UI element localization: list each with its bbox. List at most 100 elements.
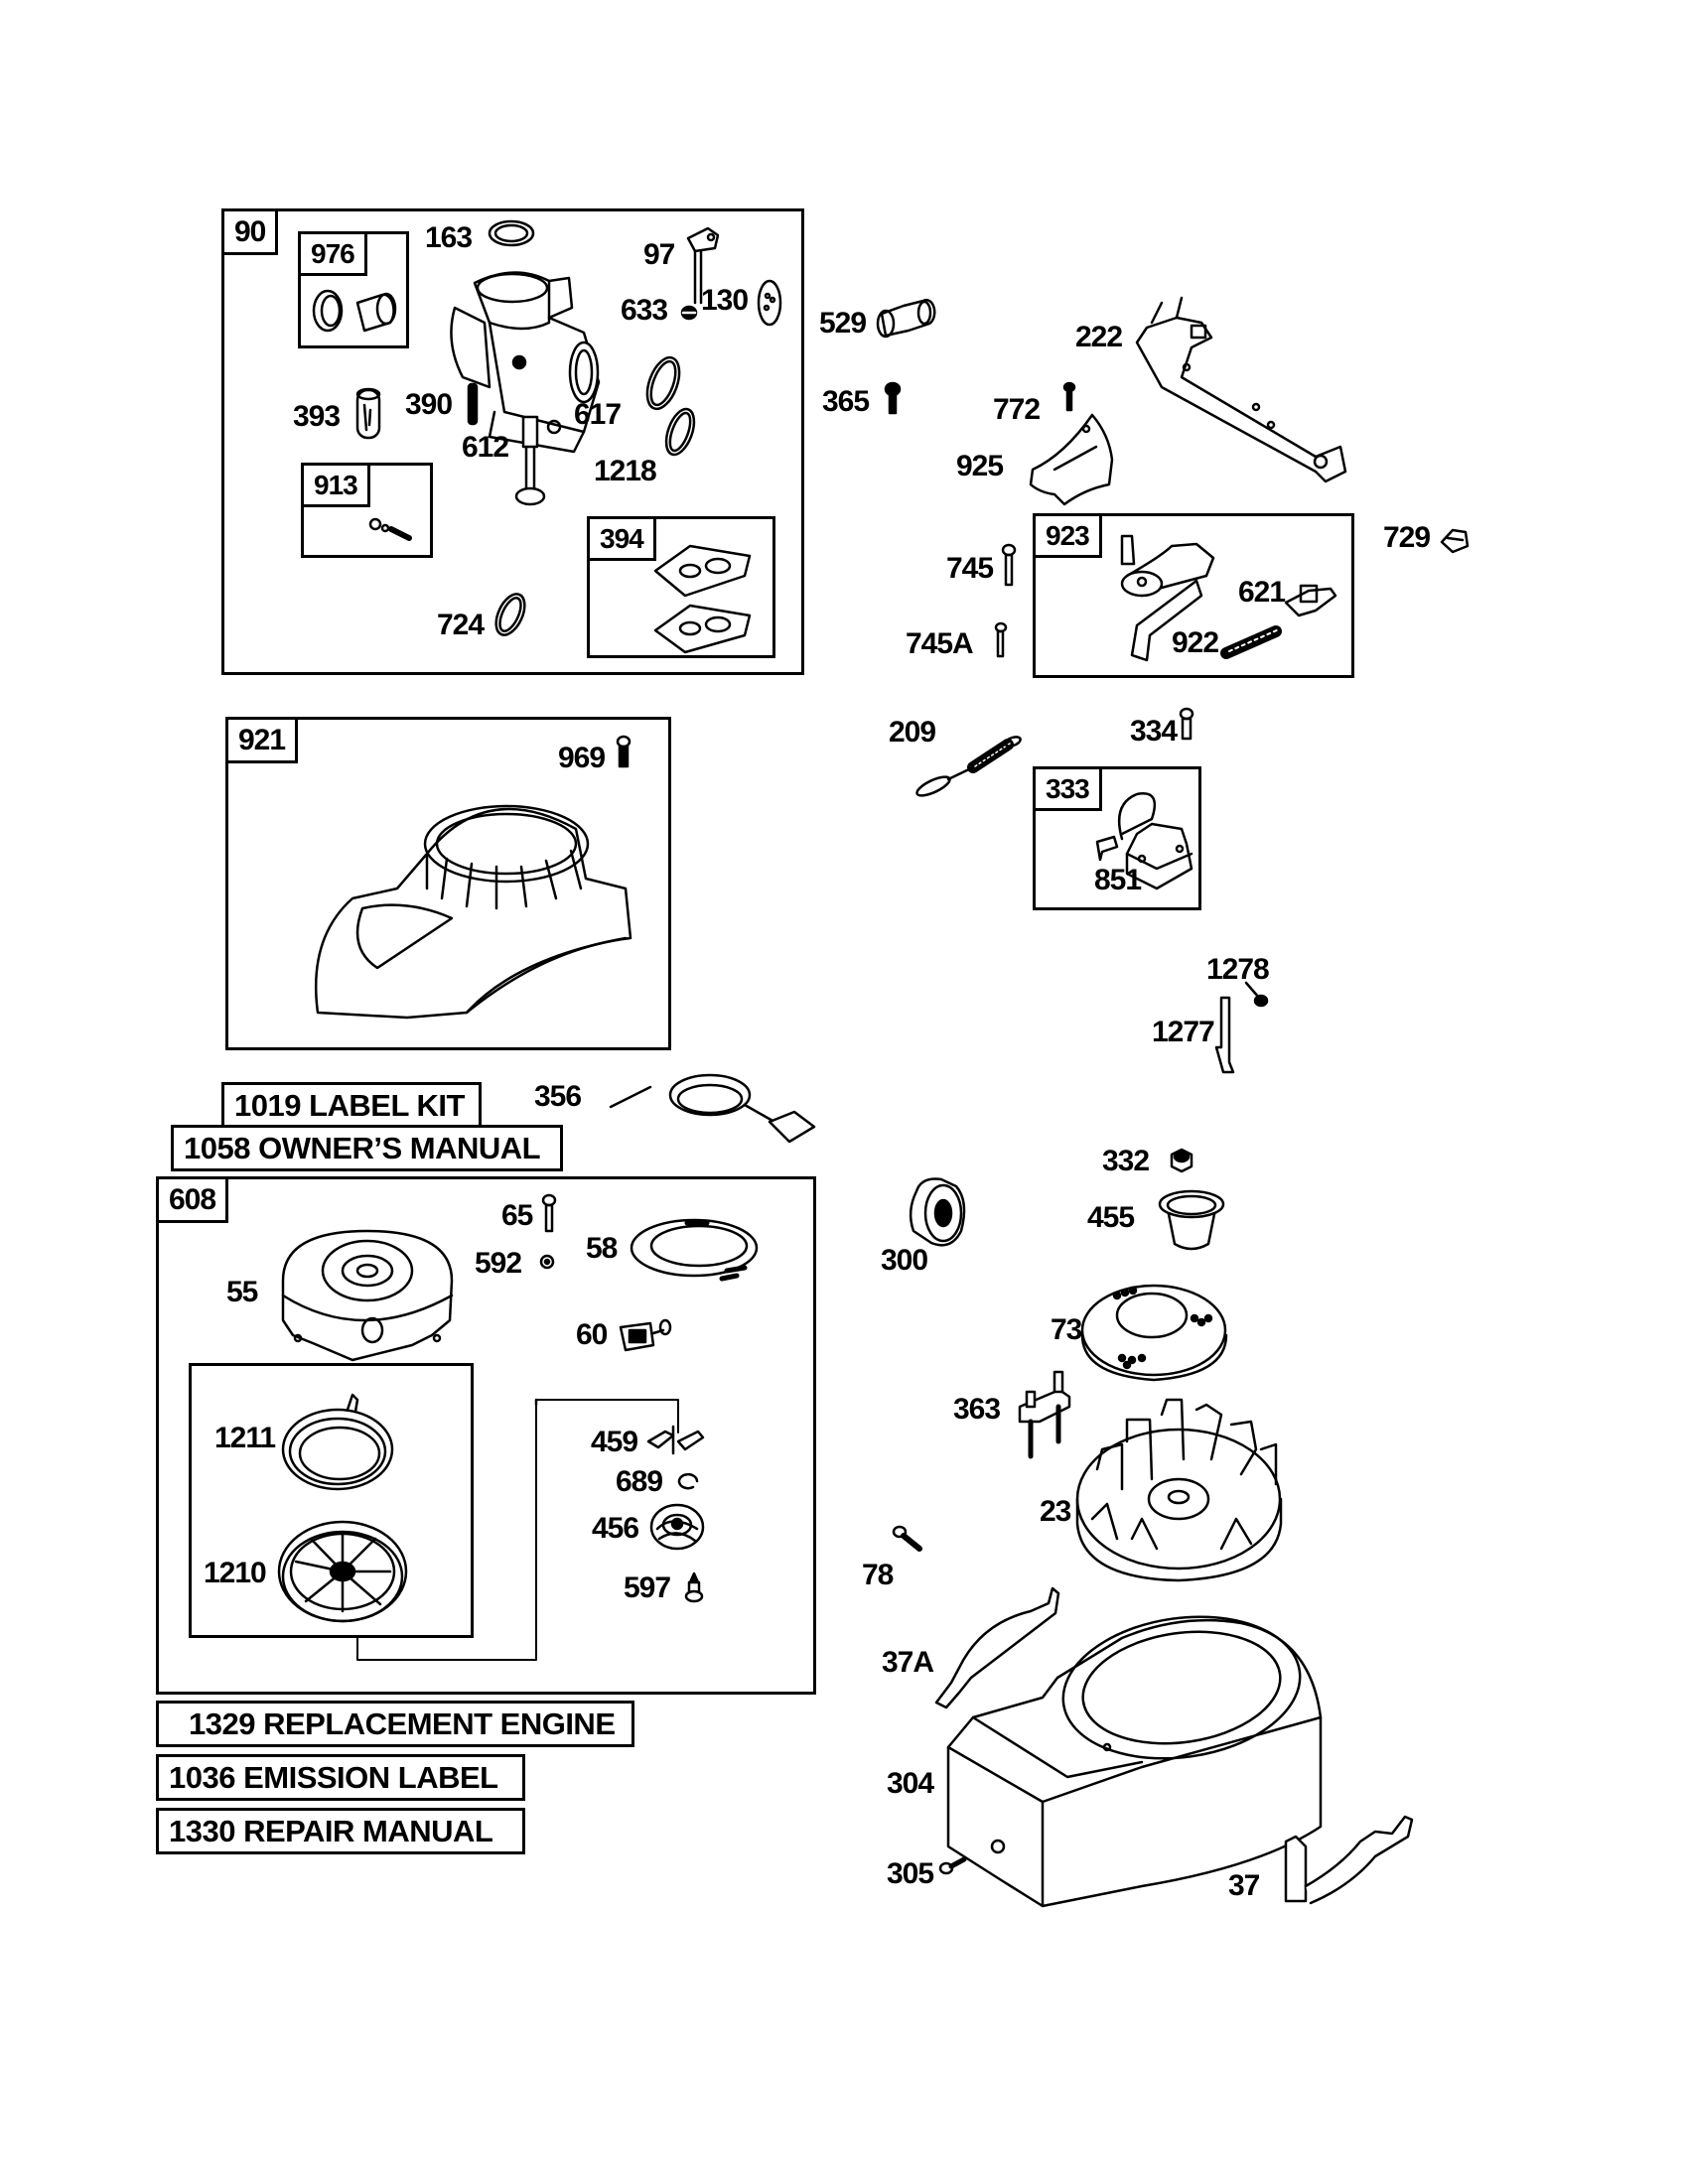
rotating-screen-icon — [1080, 1284, 1228, 1382]
part-label-73: 73 — [1051, 1313, 1082, 1346]
governor-spring-icon — [915, 736, 1022, 797]
spring-pulley-subkit-box — [189, 1363, 474, 1638]
part-label-209: 209 — [889, 716, 936, 749]
part-label-969: 969 — [558, 742, 606, 774]
starter-handle-icon — [619, 1318, 672, 1352]
kit-913-box: 913 — [301, 463, 433, 558]
part-label-37A: 37A — [882, 1646, 934, 1679]
part-label-612: 612 — [462, 431, 509, 464]
carburetor-icon — [450, 271, 601, 454]
blower-housing-icon — [946, 1615, 1323, 1908]
hose-fitting-icon — [312, 289, 397, 333]
throttle-shaft-icon — [686, 226, 720, 305]
kit-90-tag: 90 — [224, 211, 279, 255]
kit-333-box: 333 — [1033, 766, 1201, 910]
kit-394-tag: 394 — [590, 519, 656, 561]
part-label-689: 689 — [616, 1465, 663, 1498]
subkit-connector-top — [535, 1399, 679, 1433]
part-label-592: 592 — [475, 1247, 522, 1280]
screw-icon — [884, 381, 902, 415]
part-label-55: 55 — [226, 1276, 258, 1308]
o-ring-icon — [645, 355, 681, 411]
part-label-393: 393 — [293, 400, 341, 433]
ground-clip-icon — [1214, 996, 1235, 1074]
bolt-icon — [1001, 543, 1017, 587]
starter-pulley-icon — [277, 1520, 408, 1623]
rewind-spring-icon — [281, 1393, 394, 1491]
part-label-23: 23 — [1040, 1495, 1071, 1528]
screw-icon — [541, 1193, 557, 1233]
part-label-529: 529 — [819, 307, 867, 340]
washer-icon — [680, 305, 698, 321]
part-label-851: 851 — [1094, 864, 1142, 896]
screw-icon — [616, 735, 632, 768]
flywheel-icon — [1075, 1398, 1283, 1582]
part-label-390: 390 — [405, 388, 453, 421]
part-label-37: 37 — [1228, 1869, 1260, 1902]
part-label-772: 772 — [993, 393, 1041, 426]
part-label-597: 597 — [624, 1571, 671, 1604]
kit-608-box: 608 — [156, 1176, 816, 1695]
note-repair-manual: 1330 REPAIR MANUAL — [156, 1808, 525, 1854]
part-label-456: 456 — [592, 1512, 639, 1545]
kit-976-box: 976 — [298, 231, 409, 348]
kit-921-tag: 921 — [228, 720, 299, 763]
note-label-kit: 1019 LABEL KIT — [221, 1082, 482, 1129]
ignition-armature-icon — [1117, 792, 1193, 890]
elbow-fitting-icon — [876, 298, 936, 339]
part-label-363: 363 — [953, 1393, 1001, 1426]
part-label-163: 163 — [425, 221, 473, 254]
dog-icon — [646, 1425, 705, 1455]
air-guide-icon — [934, 1586, 1060, 1709]
starter-rope-icon — [630, 1218, 759, 1282]
starter-housing-icon — [281, 1229, 454, 1362]
part-label-617: 617 — [574, 398, 622, 431]
screw-icon — [684, 1571, 704, 1603]
note-replacement-engine: 1329 REPLACEMENT ENGINE — [156, 1701, 634, 1747]
stop-switch-wire-icon — [609, 1073, 816, 1144]
part-label-1211: 1211 — [214, 1422, 276, 1454]
throttle-plate-icon — [757, 279, 782, 327]
part-label-365: 365 — [822, 385, 870, 418]
note-owners-manual: 1058 OWNER’S MANUAL — [171, 1125, 563, 1171]
screw-icon — [1244, 981, 1269, 1008]
kit-608-tag: 608 — [159, 1179, 229, 1223]
part-label-455: 455 — [1087, 1201, 1135, 1234]
screw-icon — [938, 1856, 967, 1875]
bolt-icon — [994, 621, 1008, 658]
kit-333-tag: 333 — [1036, 769, 1102, 811]
subkit-connector-lines — [356, 1398, 597, 1661]
fuel-pickup-tube-icon — [514, 415, 546, 506]
screen-retainer-icon — [1158, 1189, 1225, 1251]
part-label-1278: 1278 — [1206, 953, 1270, 986]
jet-sleeve-icon — [355, 387, 381, 440]
part-label-922: 922 — [1172, 626, 1219, 659]
pin-icon — [467, 382, 479, 426]
part-label-65: 65 — [501, 1199, 533, 1232]
air-guide-icon — [1284, 1815, 1414, 1905]
clip-icon — [1284, 584, 1337, 617]
brake-bracket-icon — [1018, 1370, 1071, 1459]
part-label-130: 130 — [701, 284, 749, 317]
part-label-97: 97 — [643, 238, 675, 271]
kit-394-box: 394 — [587, 516, 775, 658]
o-ring-icon — [664, 407, 696, 457]
nut-icon — [539, 1254, 555, 1270]
part-label-745A: 745A — [906, 627, 974, 660]
part-label-459: 459 — [591, 1426, 638, 1458]
kit-976-tag: 976 — [301, 234, 367, 276]
note-emission-label: 1036 EMISSION LABEL — [156, 1754, 525, 1801]
dog-retainer-icon — [649, 1503, 705, 1551]
diaphragm-gasket-icon — [653, 544, 752, 654]
part-label-78: 78 — [862, 1559, 894, 1591]
retainer-ring-icon — [677, 1472, 699, 1490]
part-label-621: 621 — [1238, 576, 1286, 609]
kit-90-box: 90 — [221, 208, 804, 675]
starter-clutch-icon — [909, 1177, 966, 1247]
needle-valve-icon — [368, 517, 412, 541]
governor-lever-icon — [1120, 534, 1215, 662]
part-label-334: 334 — [1130, 715, 1178, 748]
part-label-1277: 1277 — [1152, 1016, 1215, 1048]
part-label-304: 304 — [887, 1767, 934, 1800]
kit-923-box: 923 — [1033, 513, 1354, 678]
